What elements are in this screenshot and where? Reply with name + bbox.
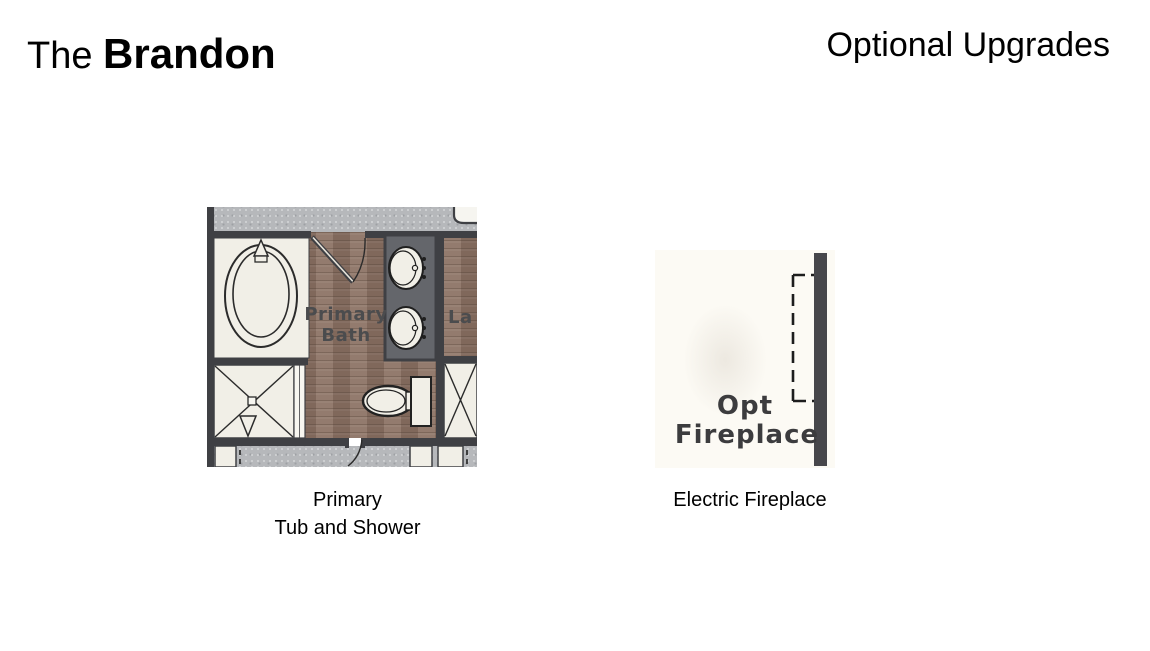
- entry-door-swing: [310, 235, 366, 284]
- floorplan-fireplace: Opt Fireplace: [655, 250, 835, 468]
- laundry-closet: [443, 362, 477, 439]
- toilet: [361, 376, 432, 427]
- plan-series-prefix: The: [27, 35, 93, 77]
- room-label-primary: Primary: [304, 304, 387, 325]
- bathtub: [213, 237, 310, 359]
- lower-door-swing: [347, 439, 363, 467]
- fireplace-annotation-line1: Opt: [717, 391, 773, 421]
- floorplan-drawing: Primary Bath La: [207, 207, 477, 467]
- section-title: Optional Upgrades: [826, 26, 1110, 64]
- partial-fixture: [452, 207, 477, 225]
- wood-floor-laundry: [444, 232, 477, 363]
- cased-openings: [214, 438, 468, 467]
- caption-primary-tub-shower: Primary Tub and Shower: [207, 486, 488, 542]
- carpet-floor-top: [207, 207, 477, 232]
- shower-head-marker: [238, 415, 258, 439]
- caption-line2: Tub and Shower: [274, 517, 421, 539]
- vanity-sinks: [383, 233, 438, 362]
- optional-fireplace-outline: [791, 273, 814, 403]
- caption-line1: Primary: [313, 489, 382, 511]
- plan-name: Brandon: [103, 30, 276, 77]
- fireplace-drawing: Opt Fireplace: [675, 253, 827, 466]
- shower-stall: [213, 364, 306, 439]
- room-label-bath: Bath: [321, 325, 370, 346]
- fireplace-annotation-line2: Fireplace: [675, 420, 819, 450]
- room-label-laundry-partial: La: [448, 307, 473, 328]
- fireplace-wall: [814, 253, 827, 466]
- shower-drain: [247, 396, 257, 406]
- floorplan-primary-bath: Primary Bath La: [207, 207, 477, 467]
- page-title: The Brandon: [27, 30, 276, 78]
- caption-electric-fireplace: Electric Fireplace: [673, 489, 827, 511]
